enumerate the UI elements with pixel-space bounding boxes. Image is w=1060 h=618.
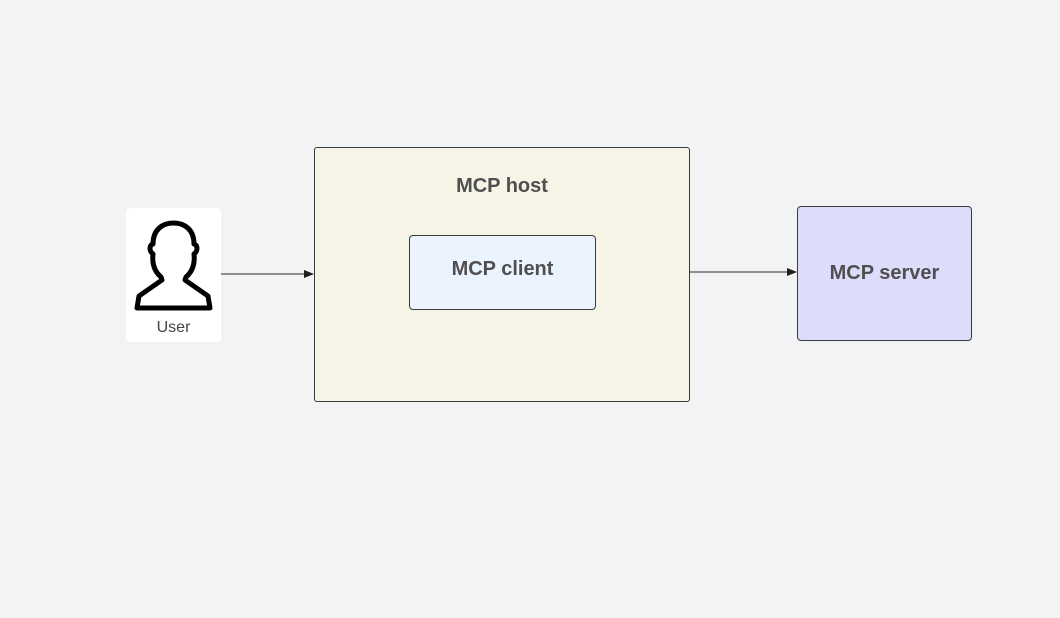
user-label: User: [156, 319, 191, 336]
user-silhouette-icon: [134, 220, 213, 311]
mcp-client-box[interactable]: MCP client: [409, 235, 596, 310]
mcp-host-title: MCP host: [456, 175, 548, 197]
mcp-client-title: MCP client: [451, 258, 554, 280]
user-node[interactable]: User: [126, 208, 221, 342]
mcp-server-title: MCP server: [829, 262, 940, 284]
mcp-server-box[interactable]: MCP server: [797, 206, 972, 341]
